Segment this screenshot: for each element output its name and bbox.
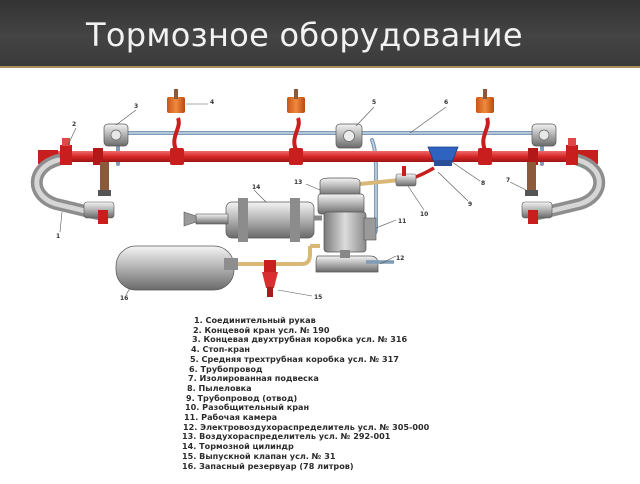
callout-leaders xyxy=(59,103,527,297)
callout-12: 12 xyxy=(396,255,404,262)
legend-item: 5. Средняя трехтрубная коробка усл. № 31… xyxy=(190,353,399,364)
callout-4: 4 xyxy=(210,99,214,106)
legend-item: 12. Электровоздухораспределитель усл. № … xyxy=(183,421,430,432)
suspension-hangers xyxy=(98,162,538,196)
callout-1: 1 xyxy=(56,233,60,240)
callout-11: 11 xyxy=(398,218,406,225)
callout-15: 15 xyxy=(314,294,322,301)
callout-14: 14 xyxy=(252,184,260,191)
callout-16: 16 xyxy=(120,295,128,302)
callout-9: 9 xyxy=(468,201,472,208)
legend-item: 13. Воздухораспределитель усл. № 292-001 xyxy=(182,431,391,442)
brake-cylinder xyxy=(183,198,322,242)
diagram-area: 1 2 3 4 5 6 7 8 9 10 11 12 13 14 15 16 xyxy=(0,70,640,480)
callout-10: 10 xyxy=(420,211,428,218)
legend-item: 15. Выпускной клапан усл. № 31 xyxy=(182,450,336,461)
callout-5: 5 xyxy=(372,99,376,106)
air-distributor-assembly xyxy=(315,177,394,273)
legend-item: 4. Стоп-кран xyxy=(191,344,251,355)
legend-item: 3. Концевая двухтрубная коробка усл. № 3… xyxy=(192,334,408,345)
legend-item: 10. Разобщительный кран xyxy=(185,402,310,413)
legend-item: 2. Концевой кран усл. № 190 xyxy=(193,324,330,335)
release-valve xyxy=(262,260,278,297)
brake-main-pipe xyxy=(38,148,598,165)
legend-item: 16. Запасный резервуар (78 литров) xyxy=(182,460,354,471)
legend-item: 6. Трубопровод xyxy=(189,363,263,374)
callout-numbers: 1 2 3 4 5 6 7 8 9 10 11 12 13 14 15 16 xyxy=(56,99,510,302)
slide-title: Тормозное оборудование xyxy=(86,16,523,54)
end-pipe-boxes xyxy=(103,123,557,147)
middle-pipe-box xyxy=(335,123,363,149)
callout-6: 6 xyxy=(444,99,448,106)
legend-item: 8. Пылеловка xyxy=(187,382,252,393)
feed-pipes xyxy=(232,244,320,266)
callout-3: 3 xyxy=(134,103,138,110)
legend-item: 1. Соединительный рукав xyxy=(194,315,316,325)
callout-8: 8 xyxy=(481,180,485,187)
reserve-reservoir xyxy=(115,245,238,291)
legend-item: 9. Трубопровод (отвод) xyxy=(186,392,298,403)
right-coupling-hose xyxy=(521,138,606,224)
slide-header: Тормозное оборудование xyxy=(0,0,640,68)
callout-13: 13 xyxy=(294,179,302,186)
callout-2: 2 xyxy=(72,121,76,128)
shut-off-valve xyxy=(395,166,417,187)
callout-7: 7 xyxy=(506,177,510,184)
legend-item: 7. Изолированная подвеска xyxy=(188,373,319,384)
legend-item: 14. Тормозной цилиндр xyxy=(182,441,294,452)
legend-item: 11. Рабочая камера xyxy=(184,412,278,423)
left-coupling-hose xyxy=(30,138,115,224)
legend-list: 1. Соединительный рукав 2. Концевой кран… xyxy=(182,315,430,471)
stop-valves xyxy=(167,89,494,151)
brake-equipment-diagram: 1 2 3 4 5 6 7 8 9 10 11 12 13 14 15 16 xyxy=(30,89,606,302)
